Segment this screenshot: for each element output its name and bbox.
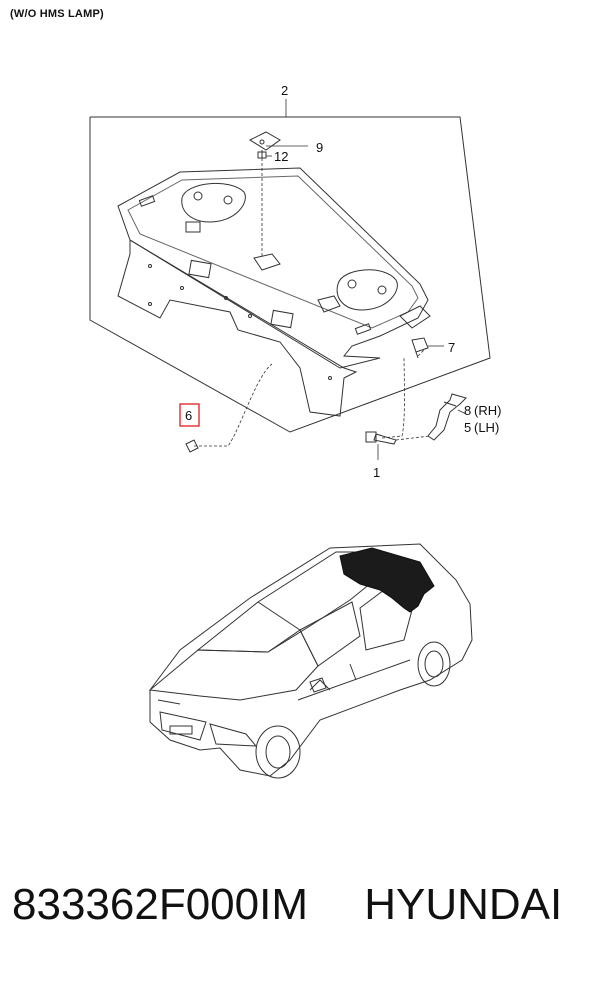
bolt-part (365, 431, 397, 445)
fastener-part (411, 337, 429, 359)
callout-8: 8 (464, 403, 471, 418)
callout-5-side: (LH) (474, 420, 499, 435)
callout-5: 5 (464, 420, 471, 435)
callout-lines (266, 99, 467, 460)
car-silhouette-drawing (148, 543, 473, 779)
package-tray-drawing (117, 167, 431, 417)
diagram-note: (W/O HMS LAMP) (10, 8, 104, 20)
callout-8-side: (RH) (474, 403, 501, 418)
exploded-view-frame (89, 116, 491, 433)
callout-1: 1 (373, 465, 380, 480)
package-tray-location (339, 547, 435, 613)
bracket-part (427, 393, 467, 441)
callout-9: 9 (316, 140, 323, 155)
leader-lines (194, 158, 431, 447)
lamp-cover-part (248, 131, 281, 159)
callout-6-highlight (179, 403, 200, 427)
parts-diagram: 2 9 12 7 8 (RH) 5 (LH) 1 6 (89, 83, 501, 779)
callout-2: 2 (281, 83, 288, 98)
footer-caption: 833362F000IM HYUNDAI (12, 880, 592, 930)
callout-6[interactable]: 6 (185, 408, 192, 423)
brand-name: HYUNDAI (364, 880, 563, 929)
part-number: 833362F000IM (12, 880, 308, 929)
callout-12: 12 (274, 149, 288, 164)
clip-part (185, 439, 199, 453)
callout-7: 7 (448, 340, 455, 355)
